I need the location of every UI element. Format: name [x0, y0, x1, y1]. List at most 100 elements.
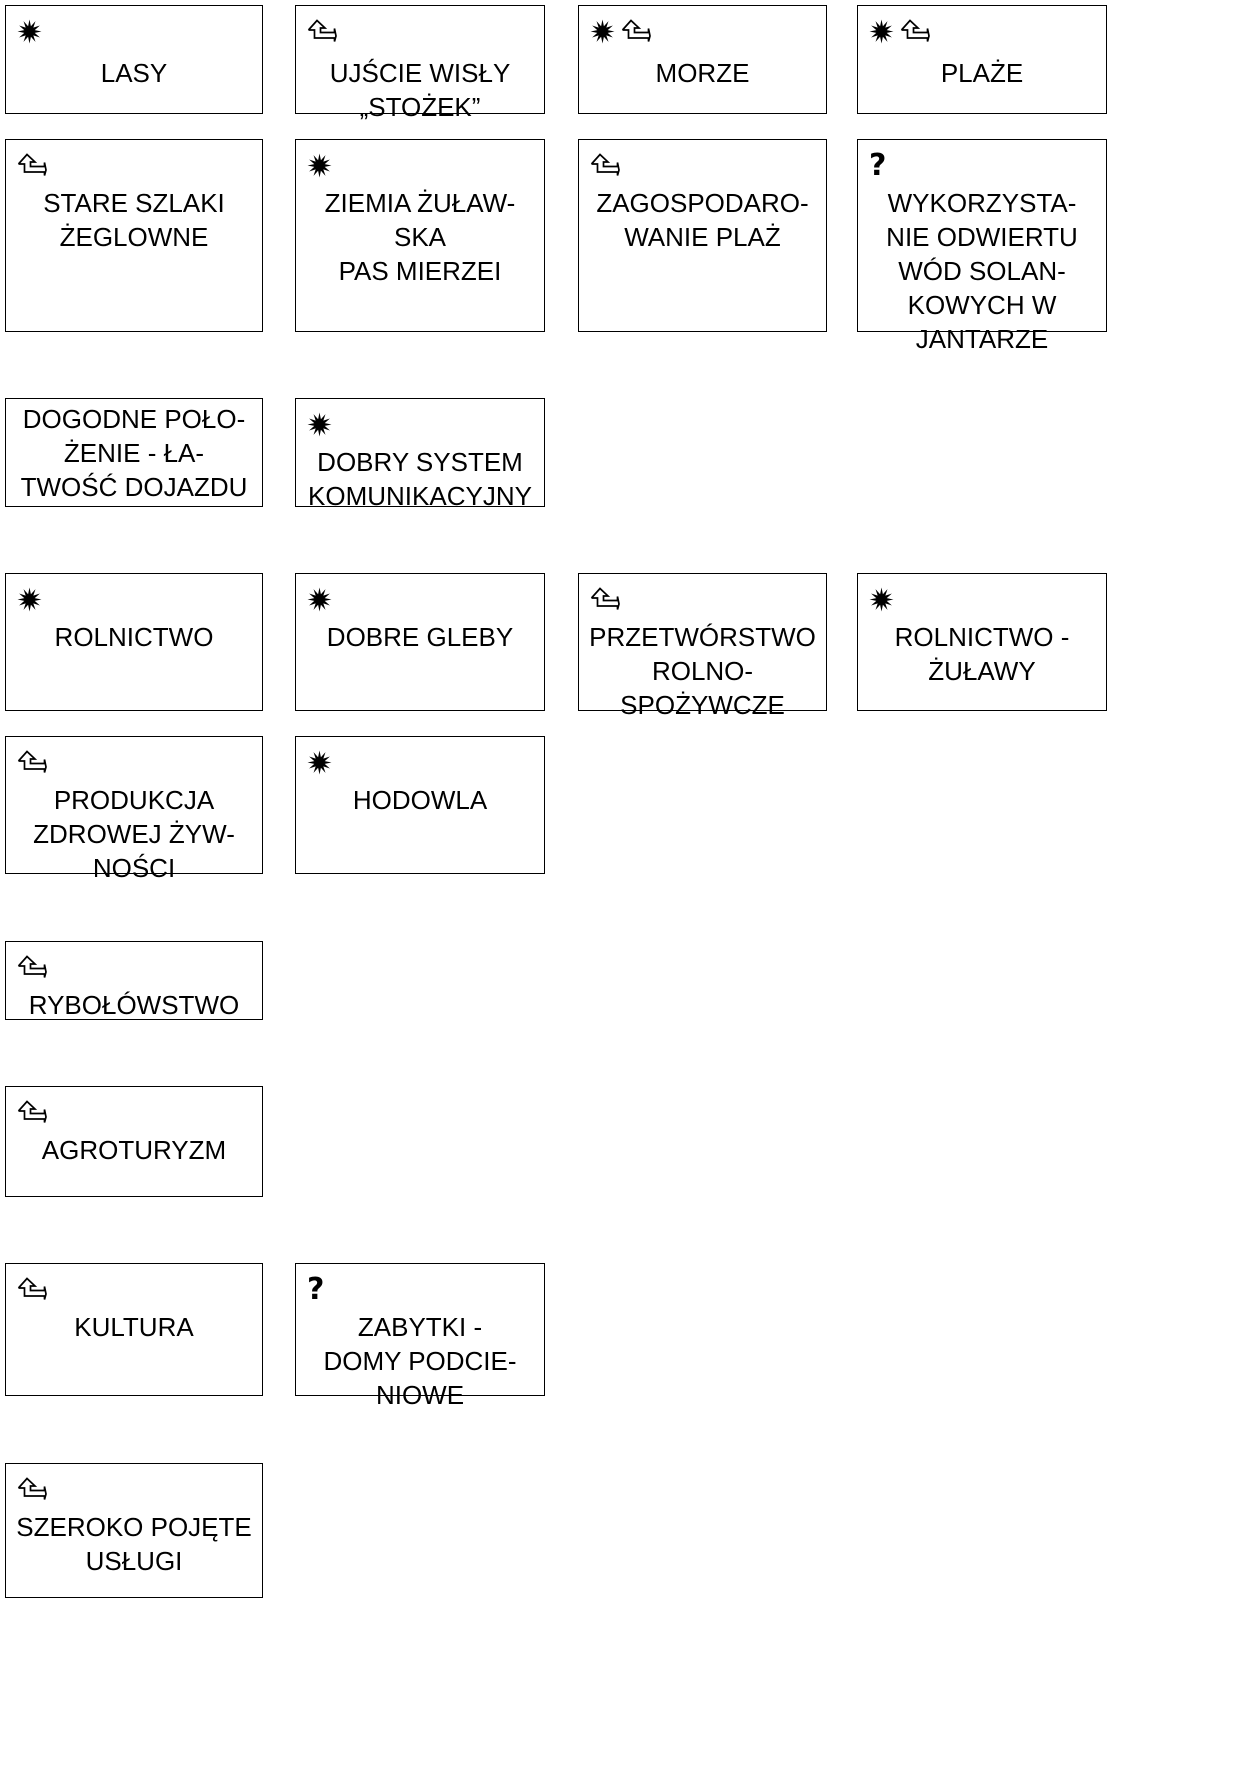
box-text-line: ŻENIE - ŁA-: [63, 438, 205, 468]
box-text: DOGODNE POŁO-ŻENIE - ŁA-TWOŚĆ DOJAZDU: [6, 402, 262, 504]
box-text-line: ROLNO-: [651, 656, 754, 686]
box-icons: [307, 745, 332, 779]
star-icon: [307, 412, 332, 436]
zigzag-arrow-icon: [590, 586, 620, 610]
box-text: RYBOŁÓWSTWO: [6, 988, 262, 1022]
box-zagospodarowanie-plaz: ZAGOSPODARO- WANIE PLAŻ: [578, 139, 827, 332]
box-icons: [869, 14, 930, 48]
star-icon: [590, 19, 615, 43]
box-morze: MORZE: [578, 5, 827, 114]
star-icon: [869, 587, 894, 611]
box-icons: [17, 950, 47, 984]
box-hodowla: HODOWLA: [295, 736, 545, 874]
box-text: ZAGOSPODARO- WANIE PLAŻ: [579, 186, 826, 254]
box-text-line: HODOWLA: [352, 785, 488, 815]
box-text: UJŚCIE WISŁY „STOŻEK”: [296, 56, 544, 124]
box-wykorzystanie-odwiertu: ?WYKORZYSTA- NIE ODWIERTU WÓD SOLAN- KOWYCH…: [857, 139, 1107, 354]
box-text-line: SZEROKO POJĘTE: [16, 1512, 252, 1542]
box-icons: [17, 1472, 47, 1506]
box-text-line: RYBOŁÓWSTWO: [28, 990, 240, 1020]
box-text: PLAŻE: [858, 56, 1106, 90]
box-text-line: „STOŻEK”: [359, 92, 481, 122]
question-mark-icon: ?: [869, 148, 887, 183]
box-text: LASY: [6, 56, 262, 90]
box-text: SZEROKO POJĘTE USŁUGI: [6, 1510, 262, 1578]
box-text-line: MORZE: [655, 58, 750, 88]
question-mark-icon: ?: [307, 1272, 325, 1307]
box-icons: [590, 14, 651, 48]
box-text-line: NOŚCI: [92, 853, 176, 883]
star-icon: [17, 19, 42, 43]
box-text: DOBRE GLEBY: [296, 620, 544, 654]
zigzag-arrow-icon: [17, 152, 47, 176]
zigzag-arrow-icon: [17, 1276, 47, 1300]
box-text-line: ŻEGLOWNE: [59, 222, 209, 252]
zigzag-arrow-icon: [17, 1099, 47, 1123]
box-icons: [17, 1095, 47, 1129]
box-text-line: ROLNICTWO: [54, 622, 214, 652]
box-text-line: TWOŚĆ DOJAZDU: [20, 472, 248, 502]
box-text-line: SKA: [393, 222, 447, 252]
box-text-line: PLAŻE: [940, 58, 1024, 88]
zigzag-arrow-icon: [17, 954, 47, 978]
box-icons: ?: [307, 1272, 324, 1306]
box-text-line: AGROTURYZM: [41, 1135, 227, 1165]
star-icon: [307, 750, 332, 774]
box-text-line: PAS MIERZEI: [338, 256, 502, 286]
box-rolnictwo-zulawy: ROLNICTWO - ŻUŁAWY: [857, 573, 1107, 711]
star-icon: [307, 153, 332, 177]
box-text: ROLNICTWO - ŻUŁAWY: [858, 620, 1106, 688]
box-text-line: DOMY PODCIE-: [323, 1346, 517, 1376]
box-rolnictwo: ROLNICTWO: [5, 573, 263, 711]
box-text-line: NIE ODWIERTU: [886, 222, 1078, 252]
zigzag-arrow-icon: [17, 1476, 47, 1500]
box-rybolowstwo: RYBOŁÓWSTWO: [5, 941, 263, 1020]
box-text-line: WYKORZYSTA-: [887, 188, 1077, 218]
box-plaze: PLAŻE: [857, 5, 1107, 114]
box-stare-szlaki: STARE SZLAKI ŻEGLOWNE: [5, 139, 263, 332]
box-agroturyzm: AGROTURYZM: [5, 1086, 263, 1197]
box-text-line: KOMUNIKACYJNY: [308, 481, 532, 511]
box-text-line: ZAGOSPODARO-: [596, 188, 809, 218]
zigzag-arrow-icon: [900, 18, 930, 42]
box-text-line: PRZETWÓRSTWO: [589, 622, 816, 652]
box-text: MORZE: [579, 56, 826, 90]
box-text-line: WÓD SOLAN-: [898, 256, 1066, 286]
zigzag-arrow-icon: [621, 18, 651, 42]
box-icons: [869, 582, 894, 616]
zigzag-arrow-icon: [17, 749, 47, 773]
box-icons: [590, 148, 620, 182]
box-text: ROLNICTWO: [6, 620, 262, 654]
box-text-line: ZABYTKI -: [357, 1312, 483, 1342]
box-text: WYKORZYSTA- NIE ODWIERTU WÓD SOLAN- KOWYCH …: [858, 186, 1106, 356]
box-dobry-system: DOBRY SYSTEM KOMUNIKACYJNY: [295, 398, 545, 511]
box-text-line: UJŚCIE WISŁY: [329, 58, 511, 88]
box-icons: [307, 148, 332, 182]
box-icons: [17, 745, 47, 779]
box-ujscie-wisly: UJŚCIE WISŁY „STOŻEK”: [295, 5, 545, 122]
box-text-line: KOWYCH W: [907, 290, 1057, 320]
box-text-line: STARE SZLAKI: [43, 188, 225, 218]
box-text-line: WANIE PLAŻ: [624, 222, 781, 252]
box-dogodne-polozenie: DOGODNE POŁO-ŻENIE - ŁA-TWOŚĆ DOJAZDU: [5, 398, 263, 507]
box-icons: [307, 582, 332, 616]
box-text: STARE SZLAKI ŻEGLOWNE: [6, 186, 262, 254]
box-text: KULTURA: [6, 1310, 262, 1344]
box-text-line: ŻUŁAWY: [928, 656, 1036, 686]
box-text-line: ROLNICTWO -: [894, 622, 1070, 652]
box-zabytki: ?ZABYTKI -DOMY PODCIE-NIOWE: [295, 1263, 545, 1410]
box-text-line: USŁUGI: [85, 1546, 183, 1576]
box-text-line: DOBRY SYSTEM: [317, 447, 523, 477]
box-icons: [17, 1272, 47, 1306]
box-text-line: DOBRE GLEBY: [326, 622, 514, 652]
box-icons: [590, 582, 620, 616]
box-text-line: LASY: [100, 58, 168, 88]
box-kultura: KULTURA: [5, 1263, 263, 1396]
zigzag-arrow-icon: [307, 18, 337, 42]
box-text-line: KULTURA: [74, 1312, 194, 1342]
